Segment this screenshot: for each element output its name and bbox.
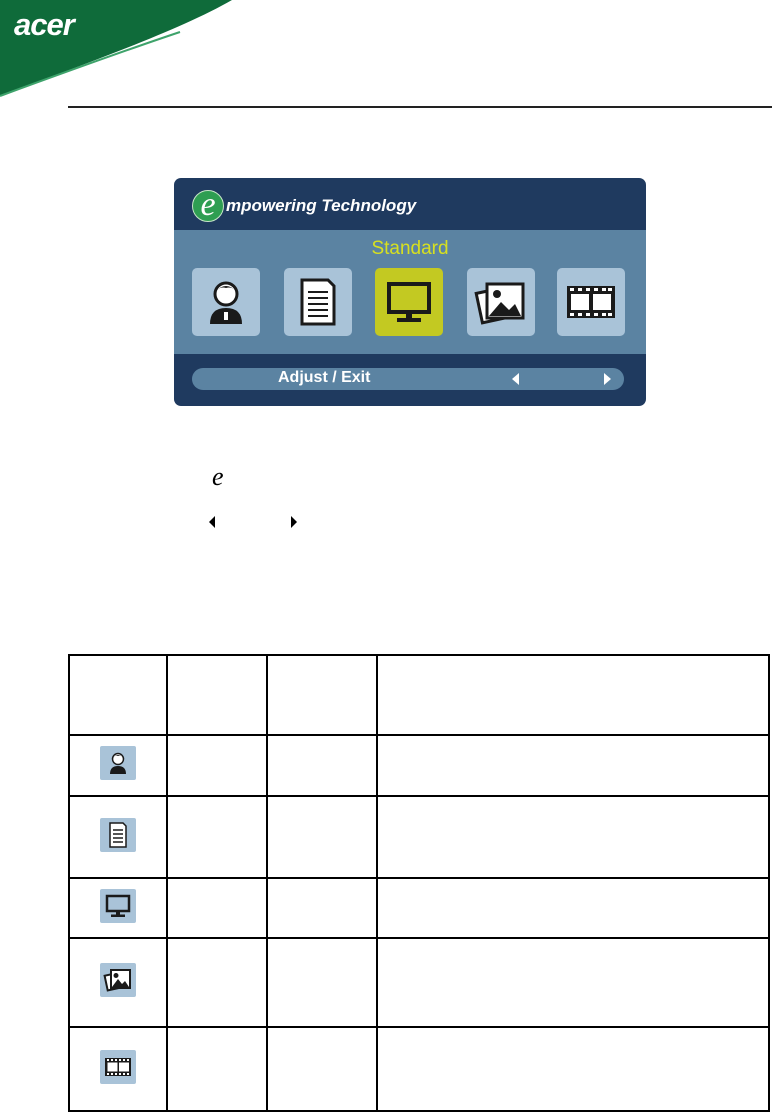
osd-title: mpowering Technology <box>226 196 417 215</box>
mode-document[interactable] <box>284 268 352 336</box>
header-cell <box>68 654 168 736</box>
table-cell <box>266 937 378 1028</box>
mode-table <box>68 654 770 1112</box>
film-icon <box>567 286 615 318</box>
table-cell <box>376 795 770 879</box>
table-cell <box>166 877 268 939</box>
table-row <box>68 1026 770 1112</box>
logo-text: acer <box>14 7 75 42</box>
header-rule <box>68 106 772 108</box>
film-icon <box>100 1049 136 1084</box>
osd-footer-bar: Adjust / Exit <box>192 368 624 390</box>
table-cell <box>376 937 770 1028</box>
mode-graphics[interactable] <box>467 268 535 336</box>
row-icon-cell <box>68 937 168 1028</box>
mode-user[interactable] <box>192 268 260 336</box>
row-icon-cell <box>68 734 168 797</box>
table-cell <box>166 795 268 879</box>
user-icon <box>210 281 242 324</box>
table-cell <box>266 877 378 939</box>
mode-standard[interactable] <box>375 268 443 336</box>
table-row <box>68 734 770 797</box>
table-cell <box>376 877 770 939</box>
table-cell <box>266 1026 378 1112</box>
row-icon-cell <box>68 795 168 879</box>
table-cell <box>166 1026 268 1112</box>
current-mode-label: Standard <box>371 238 449 259</box>
table-row <box>68 795 770 879</box>
monitor-icon <box>100 888 136 923</box>
e-key-icon: e <box>212 462 224 491</box>
row-icon-cell <box>68 877 168 939</box>
osd-panel: e mpowering Technology Standard <box>174 178 646 406</box>
header-cell <box>266 654 378 736</box>
left-arrow-icon[interactable] <box>512 373 519 385</box>
table-cell <box>266 734 378 797</box>
header-cell <box>376 654 770 736</box>
table-cell <box>266 795 378 879</box>
table-row <box>68 877 770 939</box>
photo-icon <box>474 282 525 325</box>
row-icon-cell <box>68 1026 168 1112</box>
acer-logo: acer <box>0 0 240 110</box>
photo-icon <box>100 963 136 997</box>
right-key-icon <box>291 516 297 528</box>
adjust-exit-label: Adjust / Exit <box>278 369 371 386</box>
table-cell <box>166 734 268 797</box>
empowering-e-icon[interactable]: e <box>192 186 224 223</box>
table-header-row <box>68 654 770 736</box>
document-icon <box>300 278 336 326</box>
header-cell <box>166 654 268 736</box>
mode-movie[interactable] <box>557 268 625 336</box>
table-cell <box>166 937 268 1028</box>
osd-header: e mpowering Technology <box>174 178 646 230</box>
left-key-icon <box>209 516 215 528</box>
e-glyph: e <box>200 186 216 223</box>
table-cell <box>376 734 770 797</box>
table-row <box>68 937 770 1028</box>
right-arrow-icon[interactable] <box>604 373 611 385</box>
document-icon <box>100 817 136 852</box>
logo-swoosh <box>0 0 232 97</box>
monitor-icon <box>387 282 431 322</box>
table-cell <box>376 1026 770 1112</box>
user-icon <box>100 746 136 780</box>
